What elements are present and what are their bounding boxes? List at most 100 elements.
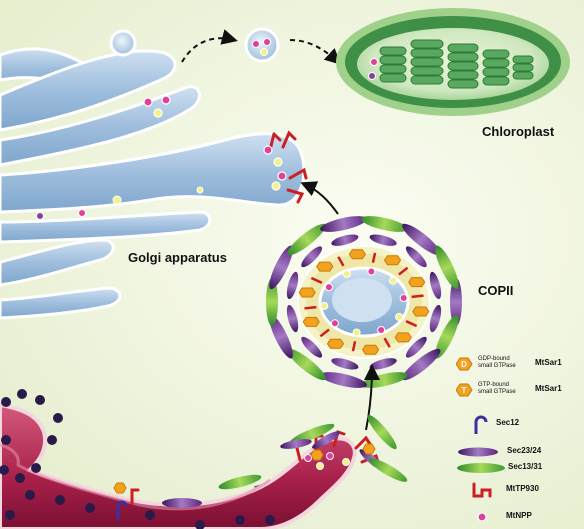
inner-coat-segment xyxy=(331,234,359,246)
legend-gdp-name: MtSar1 xyxy=(535,358,562,367)
sar1-hexagon xyxy=(362,344,380,355)
receptor xyxy=(319,328,330,338)
receptor xyxy=(398,266,409,276)
coat-segment xyxy=(269,314,293,359)
receptor xyxy=(411,294,424,299)
ribosome xyxy=(195,520,205,529)
coat-segment xyxy=(269,245,293,290)
legend-sec13-31: Sec13/31 xyxy=(456,456,584,480)
legend-gdp-sar1: D GDP-bound small GTPase MtSar1 xyxy=(456,352,584,376)
coat-segment xyxy=(361,372,408,388)
endoplasmic-reticulum xyxy=(0,402,357,529)
golgi-label: Golgi apparatus xyxy=(128,250,227,265)
inner-coat-segment xyxy=(429,304,442,333)
coat-segment xyxy=(320,372,367,388)
coat-segment xyxy=(320,216,367,232)
legend-gtp-sar1: T GTP-bound small GTPase MtSar1 xyxy=(456,378,584,402)
receptor xyxy=(405,320,418,328)
inner-coat-segment xyxy=(429,271,442,300)
inner-coat-segment xyxy=(286,304,299,333)
ribosome xyxy=(25,490,35,500)
thylakoid-grana xyxy=(379,39,534,89)
inner-coat-segment xyxy=(331,358,359,370)
ribosomes xyxy=(0,389,275,529)
cargo-dot xyxy=(395,312,404,321)
golgi-receptor-cargo xyxy=(263,145,287,191)
golgi-cisterna-7 xyxy=(0,286,122,320)
er-sec12 xyxy=(116,500,128,520)
inner-coat-segment xyxy=(405,336,427,358)
cargo-dot xyxy=(367,267,376,276)
legend-mtnpp: MtNPP xyxy=(456,505,584,529)
ribosome xyxy=(265,515,275,525)
legend-mttp930-label: MtTP930 xyxy=(506,484,539,493)
inner-coat-segment xyxy=(369,234,397,246)
coat-segment xyxy=(266,278,278,326)
coat-segment xyxy=(402,223,441,256)
ribosome xyxy=(1,435,11,445)
mttp930-icon xyxy=(472,482,492,498)
ribosome xyxy=(5,510,15,520)
receptor xyxy=(310,276,323,284)
golgi-cargo xyxy=(36,95,204,220)
cargo-dot xyxy=(320,301,329,310)
golgi-cisterna-6 xyxy=(0,238,115,287)
sar1-hexagon xyxy=(326,338,345,349)
golgi-apparatus xyxy=(0,47,306,320)
ribosome xyxy=(31,463,41,473)
legend-gdp-line2: small GTPase xyxy=(478,363,516,369)
coat-segment xyxy=(402,348,441,381)
ribosome xyxy=(17,389,27,399)
er-lumen xyxy=(0,402,357,529)
cargo-dot xyxy=(352,328,361,337)
er-inner-band xyxy=(0,443,271,511)
coat-segment xyxy=(287,223,326,256)
sar1-hexagon xyxy=(316,261,334,272)
sar1-hexagon xyxy=(348,249,366,260)
cargo-dot xyxy=(330,319,339,328)
sar1-hexagon xyxy=(412,306,430,317)
copii-sar1-proteins xyxy=(298,249,430,355)
cargo-dot xyxy=(377,326,386,335)
copii-outer-coat xyxy=(266,216,462,388)
sec12-icon xyxy=(474,415,488,434)
receptor xyxy=(371,252,377,263)
transport-arrows-dashed xyxy=(181,29,341,65)
er-sar1 xyxy=(113,443,376,494)
ribosome xyxy=(35,395,45,405)
gtp-symbol: T xyxy=(462,386,467,395)
sar1-hexagon xyxy=(298,287,316,298)
ribosome xyxy=(47,435,57,445)
ribosome xyxy=(53,413,63,423)
er-cargo xyxy=(304,452,350,470)
ribosome xyxy=(1,397,11,407)
coat-segment xyxy=(450,278,462,326)
sar1-hexagon xyxy=(408,277,426,288)
golgi-cisterna-5 xyxy=(0,210,212,244)
legend-sec23-24-label: Sec23/24 xyxy=(507,446,542,455)
ribosome xyxy=(15,473,25,483)
sar1-hexagon xyxy=(394,332,412,343)
copii-inner-coat xyxy=(286,234,442,370)
legend-mtnpp-label: MtNPP xyxy=(506,511,532,520)
transport-vesicles xyxy=(109,27,280,63)
coat-segment xyxy=(435,245,459,290)
ribosome xyxy=(85,503,95,513)
sar1-hexagon xyxy=(302,316,320,327)
copii-vesicle xyxy=(266,216,462,388)
gdp-hexagon-icon: D xyxy=(456,357,473,371)
ribosome xyxy=(55,495,65,505)
legend-sec23-24: Sec23/24 xyxy=(456,440,584,464)
inner-coat-segment xyxy=(405,246,427,268)
legend-sec12-label: Sec12 xyxy=(496,418,520,427)
inner-coat-segment xyxy=(301,246,323,268)
receptor xyxy=(304,305,317,310)
cargo-dot xyxy=(389,276,398,285)
chloroplast xyxy=(336,8,570,116)
inner-coat-segment xyxy=(301,336,323,358)
cargo-dot xyxy=(342,269,351,278)
cargo-dot xyxy=(399,294,408,303)
receptor xyxy=(337,256,345,267)
